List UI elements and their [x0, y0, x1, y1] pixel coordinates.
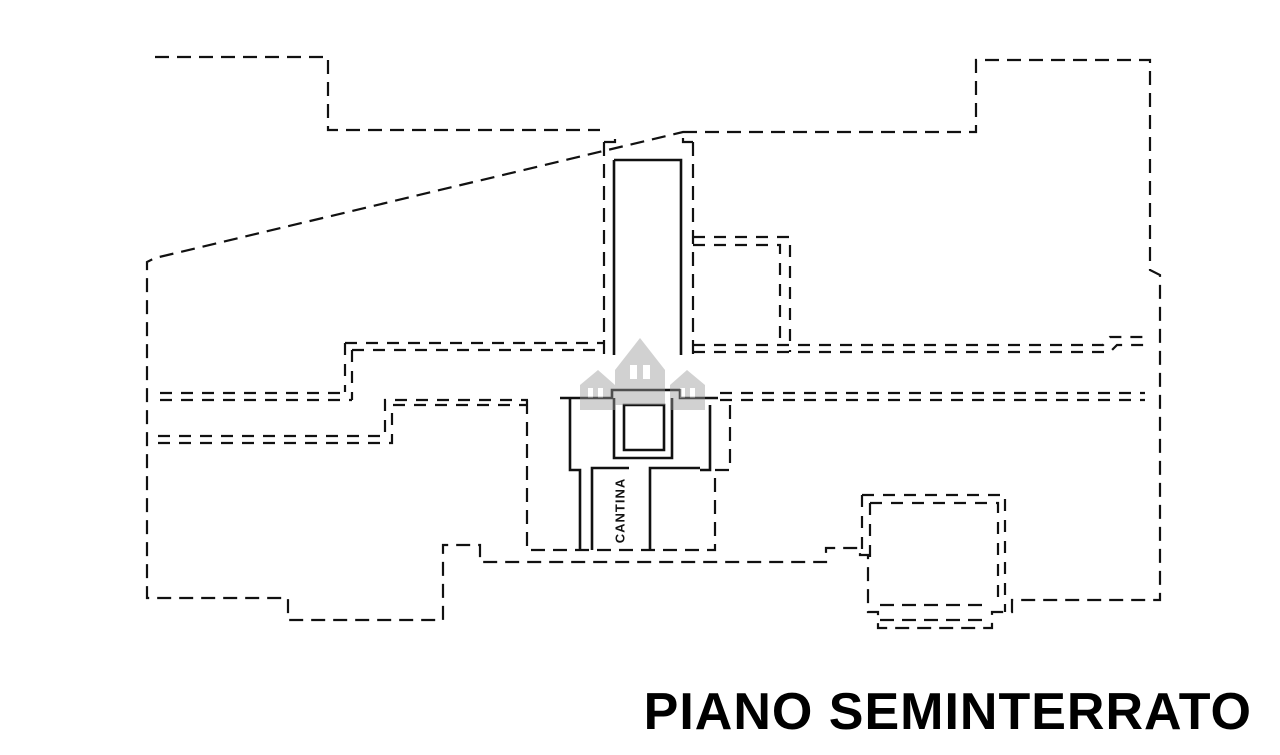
- side-room: [693, 235, 792, 352]
- house-logo-icon: [580, 338, 705, 410]
- outer-wall: [145, 55, 1162, 630]
- cellar-label: CANTINA: [600, 470, 640, 550]
- stair-steps: [880, 603, 990, 622]
- cellar-label-text: CANTINA: [612, 477, 628, 543]
- cellar-walls: [560, 388, 718, 550]
- plan-title: PIANO SEMINTERRATO: [643, 683, 1252, 741]
- upper-band-left: [343, 341, 604, 400]
- left-band: [160, 391, 352, 402]
- corridor-outline: [602, 132, 695, 355]
- right-band: [720, 391, 1145, 402]
- left-lower-band: [158, 398, 528, 445]
- central-corridor: [612, 158, 683, 355]
- stairwell: [860, 493, 1007, 612]
- upper-band-right: [693, 335, 1145, 354]
- cellar-zone: [525, 400, 732, 552]
